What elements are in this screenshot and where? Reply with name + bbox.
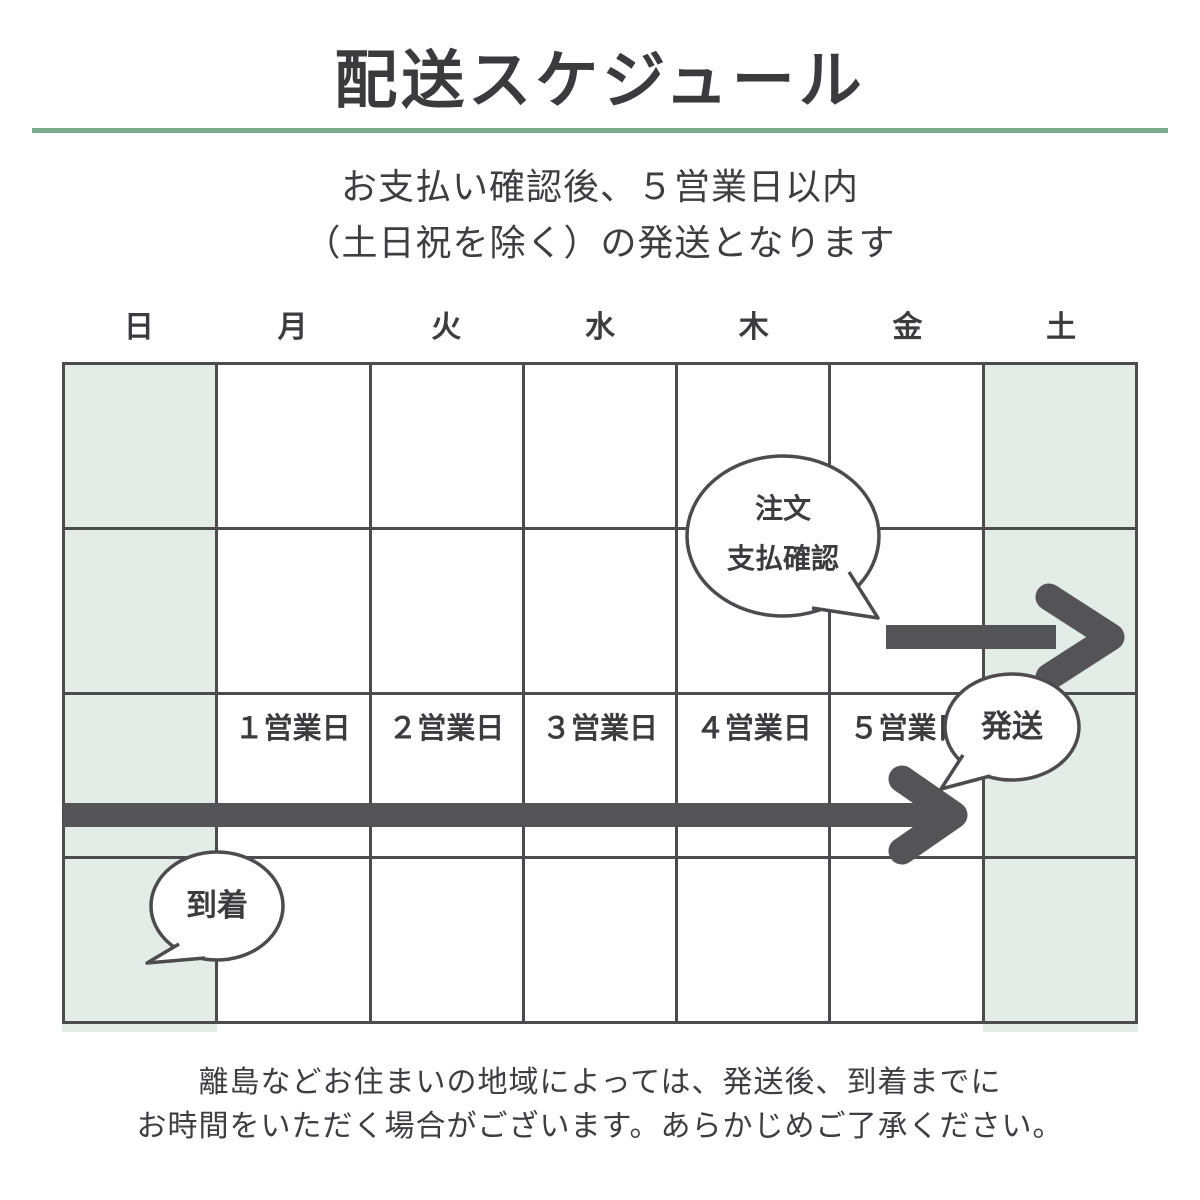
- day-header-monday: 月: [277, 310, 308, 345]
- calendar-cell: [371, 365, 522, 527]
- calendar-cell: [371, 694, 522, 857]
- business-day-slot-empty: [62, 704, 216, 752]
- day-header-wednesday: 水: [585, 310, 616, 345]
- day-header-tuesday: 火: [431, 310, 462, 345]
- subtitle-line-2: （土日祝を除く）の発送となります: [304, 223, 896, 264]
- ship-bubble-label: 発送: [981, 709, 1043, 745]
- calendar-cell: [984, 365, 1135, 527]
- footer-line-1: 離島などお住まいの地域によっては、発送後、到着までに: [198, 1065, 1002, 1100]
- subtitle: お支払い確認後、５営業日以内 （土日祝を除く）の発送となります: [0, 160, 1200, 272]
- calendar-cell: [524, 859, 676, 1021]
- page-title: 配送スケジュール: [334, 44, 866, 117]
- calendar-cell: [831, 859, 982, 1021]
- calendar-cell: [524, 365, 676, 527]
- saturday-column-overhang: [983, 1021, 1138, 1032]
- calendar-cell: [678, 859, 829, 1021]
- sunday-column-overhang: [62, 1021, 217, 1032]
- calendar-cell: [371, 859, 522, 1021]
- calendar-cell: [218, 365, 369, 527]
- calendar-cell: [371, 529, 522, 692]
- day-header-friday: 金: [892, 310, 923, 345]
- order-bubble-line-1: 注文: [754, 492, 811, 525]
- business-day-4: ４営業日: [695, 711, 812, 745]
- day-header-saturday: 土: [1046, 310, 1077, 345]
- calendar-cell: [984, 859, 1135, 1021]
- day-header-sunday: 日: [123, 310, 154, 345]
- order-bubble-label: 注文 支払確認: [683, 484, 883, 584]
- business-day-3: ３営業日: [542, 711, 659, 745]
- calendar-cell: [984, 529, 1135, 692]
- footer-note: 離島などお住まいの地域によっては、発送後、到着までに お時間をいただく場合がござ…: [0, 1061, 1200, 1149]
- title-divider: [32, 128, 1168, 133]
- calendar-cell: [218, 529, 369, 692]
- calendar-cell: [65, 694, 216, 857]
- calendar-cell: [65, 529, 216, 692]
- calendar-cell: [218, 694, 369, 857]
- day-header-thursday: 木: [738, 310, 769, 345]
- calendar-cell: [524, 529, 676, 692]
- subtitle-line-1: お支払い確認後、５営業日以内: [340, 167, 859, 208]
- calendar-cell: [524, 694, 676, 857]
- day-header-row: 日 月 火 水 木 金 土: [62, 302, 1138, 346]
- arrival-bubble-label: 到着: [186, 888, 248, 924]
- footer-line-2: お時間をいただく場合がございます。あらかじめご了承ください。: [136, 1109, 1064, 1144]
- calendar-cell: [678, 694, 829, 857]
- order-bubble-line-2: 支払確認: [726, 542, 839, 575]
- business-day-2: ２営業日: [388, 711, 505, 745]
- business-day-1: １営業日: [234, 711, 351, 745]
- calendar-cell: [65, 365, 216, 527]
